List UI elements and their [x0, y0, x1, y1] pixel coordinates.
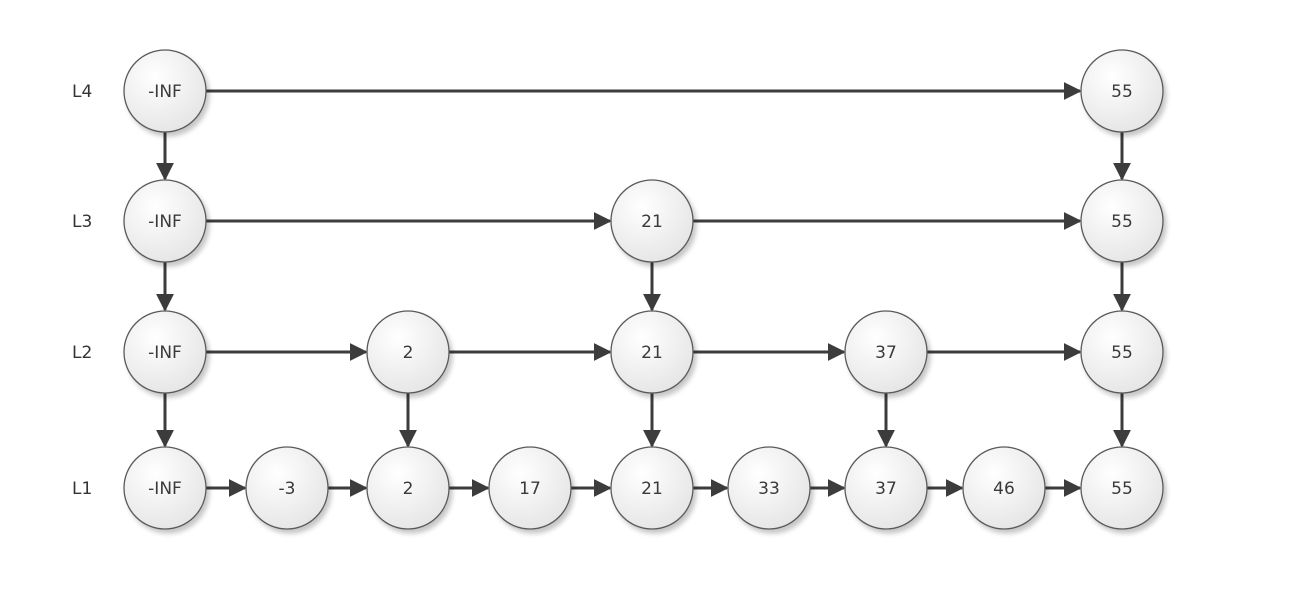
node-l1-17: 17 [488, 446, 572, 530]
node-circle [1080, 310, 1164, 394]
node-value: 55 [1111, 343, 1133, 363]
level-label-l1: L1 [72, 479, 92, 499]
node-l1-33: 33 [727, 446, 811, 530]
level-label-l3: L3 [72, 212, 92, 232]
node-value: -INF [148, 343, 182, 363]
node-circle [366, 310, 450, 394]
node-circle [962, 446, 1046, 530]
node-value: 17 [519, 479, 541, 499]
node-circle [844, 446, 928, 530]
node-l2-2: 2 [366, 310, 450, 394]
level-label-l2: L2 [72, 343, 92, 363]
node-circle [844, 310, 928, 394]
node-l2-21: 21 [610, 310, 694, 394]
node-value: -3 [279, 479, 296, 499]
node-circle [727, 446, 811, 530]
node-l3-55: 55 [1080, 179, 1164, 263]
node-l4-55: 55 [1080, 49, 1164, 133]
node-circle [1080, 446, 1164, 530]
node-l1-37: 37 [844, 446, 928, 530]
node-value: 21 [641, 343, 663, 363]
node-value: 55 [1111, 82, 1133, 102]
node-circle [366, 446, 450, 530]
node-l2-neg-inf: -INF [123, 310, 207, 394]
node-circle [123, 446, 207, 530]
node-l1-21: 21 [610, 446, 694, 530]
node-value: -INF [148, 212, 182, 232]
node-l2-55: 55 [1080, 310, 1164, 394]
node-l1-neg3: -3 [245, 446, 329, 530]
node-circle [610, 446, 694, 530]
node-l3-21: 21 [610, 179, 694, 263]
node-circle [123, 310, 207, 394]
node-value: 37 [875, 479, 897, 499]
node-value: 2 [403, 343, 414, 363]
node-circle [1080, 179, 1164, 263]
node-l1-2: 2 [366, 446, 450, 530]
node-value: -INF [148, 82, 182, 102]
node-l1-46: 46 [962, 446, 1046, 530]
node-value: 46 [993, 479, 1015, 499]
node-circle [123, 49, 207, 133]
node-l3-neg-inf: -INF [123, 179, 207, 263]
node-l2-37: 37 [844, 310, 928, 394]
node-value: 37 [875, 343, 897, 363]
node-l1-55: 55 [1080, 446, 1164, 530]
node-value: 21 [641, 479, 663, 499]
node-circle [610, 310, 694, 394]
node-value: 33 [758, 479, 780, 499]
node-circle [245, 446, 329, 530]
nodes-layer: -INF 55 -INF 21 55 -INF 2 21 37 55 -INF -3 2 17 21 33 37… [123, 49, 1164, 530]
node-value: 21 [641, 212, 663, 232]
node-circle [610, 179, 694, 263]
node-value: 55 [1111, 212, 1133, 232]
node-circle [1080, 49, 1164, 133]
node-l4-neg-inf: -INF [123, 49, 207, 133]
edges-layer [156, 82, 1131, 497]
node-value: -INF [148, 479, 182, 499]
level-label-l4: L4 [72, 82, 92, 102]
node-circle [488, 446, 572, 530]
node-value: 2 [403, 479, 414, 499]
node-circle [123, 179, 207, 263]
node-l1-neg-inf: -INF [123, 446, 207, 530]
node-value: 55 [1111, 479, 1133, 499]
